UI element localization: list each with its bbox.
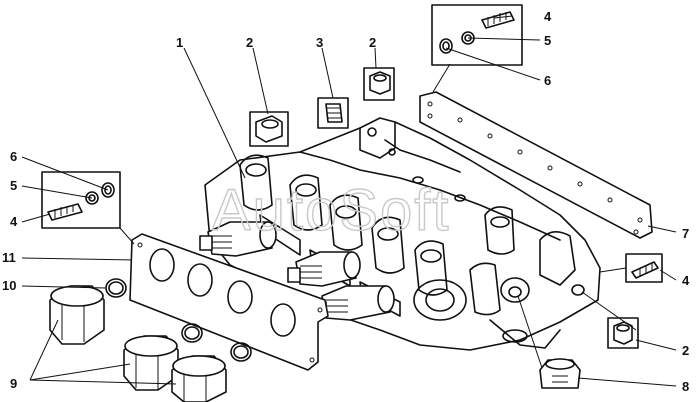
bolt-group-top-right: [431, 4, 523, 66]
solenoid-valve-middle: [287, 251, 361, 287]
callout-labels: 1 2 3 2 4 5 6 6 5 4 11 10 9 7 4 2 8: [2, 9, 690, 394]
bolt-group-left: [41, 171, 121, 229]
callout-6-left: 6: [10, 149, 17, 164]
rear-gasket: [419, 91, 653, 239]
bolt-group-right: [625, 253, 663, 283]
callout-10: 10: [2, 278, 16, 293]
callout-8: 8: [682, 379, 689, 394]
callout-2-right: 2: [682, 343, 689, 358]
callout-1: 1: [176, 35, 183, 50]
set-screw: [317, 97, 349, 129]
watermark-text: AutoSoft: [212, 178, 450, 243]
callout-4-top: 4: [544, 9, 552, 24]
plug-fitting-right: [607, 317, 639, 349]
callout-6-top: 6: [544, 73, 551, 88]
solenoid-valve-upper: [199, 221, 277, 257]
callout-4-right: 4: [682, 273, 690, 288]
hex-cap-3: [171, 355, 227, 402]
callout-7: 7: [682, 226, 689, 241]
callout-4-left: 4: [10, 214, 18, 229]
callout-11: 11: [2, 250, 16, 265]
callout-5-top: 5: [544, 33, 551, 48]
callout-2-left: 2: [246, 35, 253, 50]
hex-cap-1: [49, 285, 105, 345]
o-rings: [105, 278, 252, 362]
callout-5-left: 5: [10, 178, 17, 193]
plug-fitting-top: [363, 67, 395, 101]
callout-9: 9: [10, 376, 17, 391]
callout-3: 3: [316, 35, 323, 50]
plug-fitting-left: [249, 111, 289, 147]
solenoid-valve-lower: [313, 285, 395, 321]
leader-lines: [21, 15, 677, 387]
side-gasket: [129, 233, 329, 371]
callout-2-top: 2: [369, 35, 376, 50]
hex-cap-2: [123, 335, 179, 391]
drain-plug: [539, 358, 581, 389]
